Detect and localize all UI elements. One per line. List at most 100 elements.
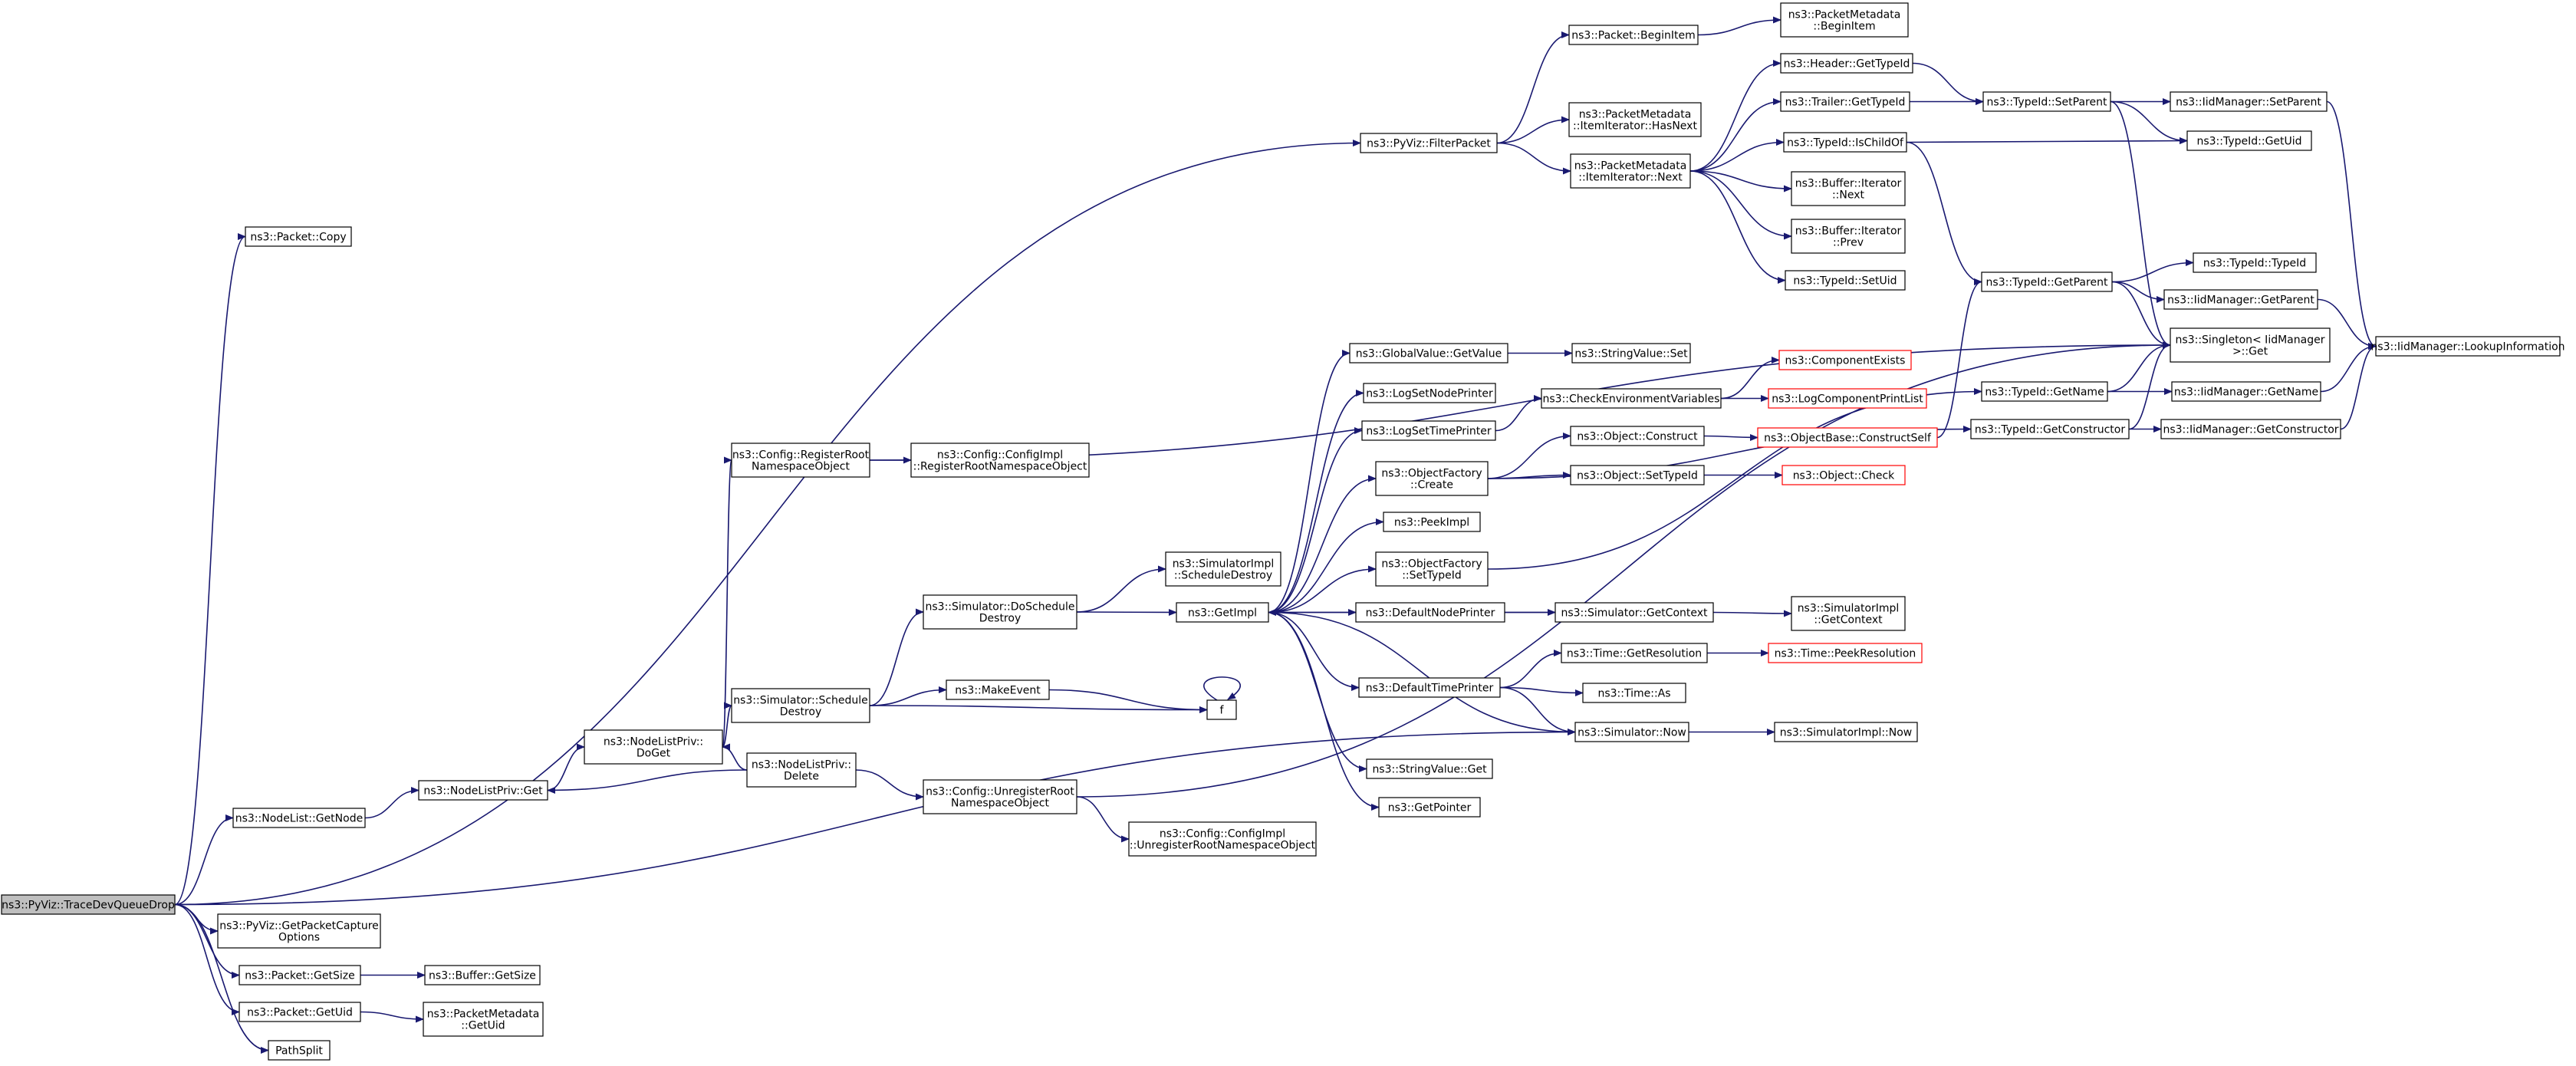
node-ischild[interactable]: ns3::TypeId::IsChildOf [1783, 132, 1907, 153]
node-iid-setparent[interactable]: ns3::IidManager::SetParent [2170, 91, 2328, 112]
node-getctor[interactable]: ns3::TypeId::GetConstructor [1970, 419, 2130, 439]
node-pathsplit[interactable]: PathSplit [268, 1040, 331, 1061]
node-of-settid[interactable]: ns3::ObjectFactory::SetTypeId [1375, 551, 1489, 587]
node-gv-getvalue[interactable]: ns3::GlobalValue::GetValue [1349, 343, 1508, 364]
node-deftime[interactable]: ns3::DefaultTimePrinter [1358, 677, 1501, 698]
node-box [217, 913, 381, 949]
node-begin[interactable]: ns3::Packet::BeginItem [1568, 25, 1699, 45]
node-simimpl-ctx[interactable]: ns3::SimulatorImpl::GetContext [1791, 596, 1906, 631]
node-sv-set[interactable]: ns3::StringValue::Set [1571, 343, 1691, 364]
node-iid-getname[interactable]: ns3::IidManager::GetName [2171, 381, 2321, 402]
edge-root-to-pathsplit [174, 903, 269, 1054]
node-lookup[interactable]: ns3::IidManager::LookupInformation [2370, 336, 2565, 357]
node-defnode[interactable]: ns3::DefaultNodePrinter [1355, 602, 1505, 623]
node-copy[interactable]: ns3::Packet::Copy [245, 226, 352, 247]
edge-setparent-to-singleton [2110, 100, 2171, 349]
node-next[interactable]: ns3::PacketMetadata::ItemIterator::Next [1570, 153, 1691, 189]
node-setparent[interactable]: ns3::TypeId::SetParent [1982, 91, 2111, 112]
node-sim-now[interactable]: ns3::Simulator::Now [1574, 722, 1689, 742]
node-lognode[interactable]: ns3::LogSetNodePrinter [1363, 383, 1496, 403]
node-getimpl[interactable]: ns3::GetImpl [1176, 602, 1269, 623]
node-box [1561, 643, 1708, 663]
node-logtime[interactable]: ns3::LogSetTimePrinter [1361, 420, 1496, 441]
node-label: ns3::Simulator::DoSchedule [926, 601, 1075, 614]
node-label: f [1220, 705, 1225, 717]
node-checkenv[interactable]: ns3::CheckEnvironmentVariables [1541, 388, 1722, 409]
node-sched-destroy[interactable]: ns3::Simulator::ScheduleDestroy [731, 688, 870, 723]
node-label: ns3::PyViz::TraceDevQueueDrop [2, 900, 175, 912]
node-buf-next[interactable]: ns3::Buffer::Iterator::Next [1791, 171, 1906, 206]
node-box [1785, 270, 1906, 291]
node-label: ns3::StringValue::Set [1574, 348, 1688, 360]
node-box [946, 679, 1050, 700]
edge-reg-root-to-singleton [869, 341, 2171, 461]
node-singleton[interactable]: ns3::Singleton< IidManager >::Get [2170, 327, 2331, 363]
node-label: ns3::TypeId::SetUid [1793, 275, 1897, 288]
node-unreg-root[interactable]: ns3::Config::UnregisterRootNamespaceObje… [923, 779, 1077, 814]
node-pm-getuid[interactable]: ns3::PacketMetadata::GetUid [423, 1002, 544, 1037]
node-buf-prev[interactable]: ns3::Buffer::Iterator::Prev [1791, 219, 1906, 254]
node-makeevent[interactable]: ns3::MakeEvent [946, 679, 1050, 700]
node-compexists[interactable]: ns3::ComponentExists [1778, 350, 1912, 370]
node-sv-get[interactable]: ns3::StringValue::Get [1366, 758, 1493, 779]
edge-next-to-buf-next [1689, 170, 1792, 192]
node-obj-settid[interactable]: ns3::Object::SetTypeId [1570, 465, 1705, 485]
node-doget[interactable]: ns3::NodeListPriv::DoGet [584, 729, 723, 765]
node-f[interactable]: f [1206, 699, 1237, 720]
node-root[interactable]: ns3::PyViz::TraceDevQueueDrop [1, 894, 176, 915]
node-hasnext[interactable]: ns3::PacketMetadata::ItemIterator::HasNe… [1568, 102, 1702, 137]
node-getparent[interactable]: ns3::TypeId::GetParent [1981, 271, 2113, 292]
node-nlp-get[interactable]: ns3::NodeListPriv::Get [418, 780, 548, 801]
node-getctx[interactable]: ns3::Simulator::GetContext [1554, 602, 1714, 623]
node-peekimpl[interactable]: ns3::PeekImpl [1383, 512, 1481, 532]
node-box [1982, 91, 2111, 112]
node-hdr-tid[interactable]: ns3::Header::GetTypeId [1780, 53, 1913, 74]
node-label: ns3::LogSetTimePrinter [1366, 426, 1492, 438]
node-box [731, 688, 870, 723]
node-setuid[interactable]: ns3::TypeId::SetUid [1785, 270, 1906, 291]
node-getsize[interactable]: ns3::Packet::GetSize [239, 965, 361, 985]
node-iid-getparent[interactable]: ns3::IidManager::GetParent [2163, 289, 2318, 310]
node-simimpl-sd[interactable]: ns3::SimulatorImpl::ScheduleDestroy [1165, 551, 1281, 587]
node-label: ns3::Object::SetTypeId [1577, 470, 1698, 482]
edge-getparent-to-iid-getparent [2111, 281, 2165, 303]
node-typeid[interactable]: ns3::TypeId::TypeId [2193, 252, 2317, 273]
node-label: ns3::Header::GetTypeId [1784, 58, 1910, 71]
node-getpointer[interactable]: ns3::GetPointer [1378, 797, 1481, 818]
node-nlp-delete[interactable]: ns3::NodeListPriv::Delete [746, 752, 857, 788]
node-logcomp[interactable]: ns3::LogComponentPrintList [1768, 388, 1927, 409]
node-getname[interactable]: ns3::TypeId::GetName [1981, 381, 2108, 402]
node-iid-getctor[interactable]: ns3::IidManager::GetConstructor [2160, 419, 2341, 439]
node-obj-construct[interactable]: ns3::Object::Construct [1570, 426, 1705, 446]
node-pm-begin[interactable]: ns3::PacketMetadata::BeginItem [1780, 2, 1909, 38]
edge-deftime-to-sim-now [1499, 686, 1576, 735]
node-box [1176, 602, 1269, 623]
node-getuid[interactable]: ns3::TypeId::GetUid [2186, 130, 2312, 151]
node-trl-tid[interactable]: ns3::Trailer::GetTypeId [1780, 91, 1910, 112]
node-constructself[interactable]: ns3::ObjectBase::ConstructSelf [1757, 427, 1938, 448]
node-nl-getnode[interactable]: ns3::NodeList::GetNode [232, 808, 366, 828]
edge-iid-getparent-to-lookup [2317, 298, 2377, 350]
node-box [268, 1040, 331, 1061]
node-simimpl-now[interactable]: ns3::SimulatorImpl::Now [1774, 722, 1918, 742]
node-box [910, 443, 1090, 478]
node-label: Delete [784, 771, 819, 783]
node-label: ns3::Buffer::GetSize [429, 970, 536, 982]
node-buf-getsize[interactable]: ns3::Buffer::GetSize [424, 965, 541, 985]
node-impl-reg[interactable]: ns3::Config::ConfigImpl::RegisterRootNam… [910, 443, 1090, 478]
node-impl-unreg[interactable]: ns3::Config::ConfigImpl::UnregisterRootN… [1128, 821, 1317, 857]
node-of-create[interactable]: ns3::ObjectFactory::Create [1375, 461, 1489, 496]
node-filter[interactable]: ns3::PyViz::FilterPacket [1360, 133, 1498, 153]
edge-getctx-to-simimpl-ctx [1712, 610, 1792, 617]
node-getres[interactable]: ns3::Time::GetResolution [1561, 643, 1708, 663]
node-box [1355, 602, 1505, 623]
node-reg-root[interactable]: ns3::Config::RegisterRootNamespaceObject [731, 443, 870, 478]
node-peekres[interactable]: ns3::Time::PeekResolution [1768, 643, 1923, 663]
node-obj-check[interactable]: ns3::Object::Check [1781, 465, 1906, 485]
node-label: ns3::GetImpl [1188, 607, 1257, 620]
node-box [1568, 102, 1702, 137]
node-pkt-getuid[interactable]: ns3::Packet::GetUid [239, 1002, 361, 1022]
node-time-as[interactable]: ns3::Time::As [1582, 683, 1686, 703]
